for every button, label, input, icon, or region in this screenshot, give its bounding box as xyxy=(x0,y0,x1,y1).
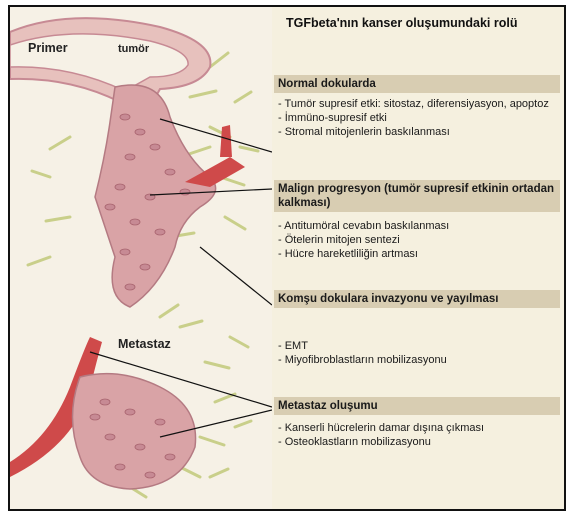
list-item: - Hücre hareketliliğin artması xyxy=(278,247,558,261)
list-item: - Kanserli hücrelerin damar dışına çıkma… xyxy=(278,421,558,435)
list-item: - İmmüno-supresif etki xyxy=(278,111,558,125)
section-normal-items: - Tumör supresif etki: sitostaz, diferen… xyxy=(278,97,558,139)
tumor-illustration xyxy=(10,7,272,509)
figure-frame: Primer tumör Metastaz TGFbeta'nın kanser… xyxy=(8,5,566,511)
label-tumor: tumör xyxy=(118,43,149,55)
diagram-title: TGFbeta'nın kanser oluşumundaki rolü xyxy=(286,15,556,31)
section-invasion-heading: Komşu dokulara invazyonu ve yayılması xyxy=(274,290,560,308)
list-item: - Miyofibroblastların mobilizasyonu xyxy=(278,353,558,367)
section-normal-heading: Normal dokularda xyxy=(274,75,560,93)
list-item: - Stromal mitojenlerin baskılanması xyxy=(278,125,558,139)
label-primer: Primer xyxy=(28,41,68,55)
list-item: - EMT xyxy=(278,339,558,353)
list-item: - Antitumöral cevabın baskılanması xyxy=(278,219,558,233)
info-panel: TGFbeta'nın kanser oluşumundaki rolü Nor… xyxy=(272,7,564,509)
list-item: - Tumör supresif etki: sitostaz, diferen… xyxy=(278,97,558,111)
section-malign-heading: Malign progresyon (tumör supresif etkini… xyxy=(274,180,560,212)
list-item: - Osteoklastların mobilizasyonu xyxy=(278,435,558,449)
list-item: - Ötelerin mitojen sentezi xyxy=(278,233,558,247)
section-metastasis-heading: Metastaz oluşumu xyxy=(274,397,560,415)
section-invasion-items: - EMT - Miyofibroblastların mobilizasyon… xyxy=(278,339,558,367)
section-metastasis-items: - Kanserli hücrelerin damar dışına çıkma… xyxy=(278,421,558,449)
section-malign-items: - Antitumöral cevabın baskılanması - Öte… xyxy=(278,219,558,261)
label-metastaz: Metastaz xyxy=(118,337,171,351)
